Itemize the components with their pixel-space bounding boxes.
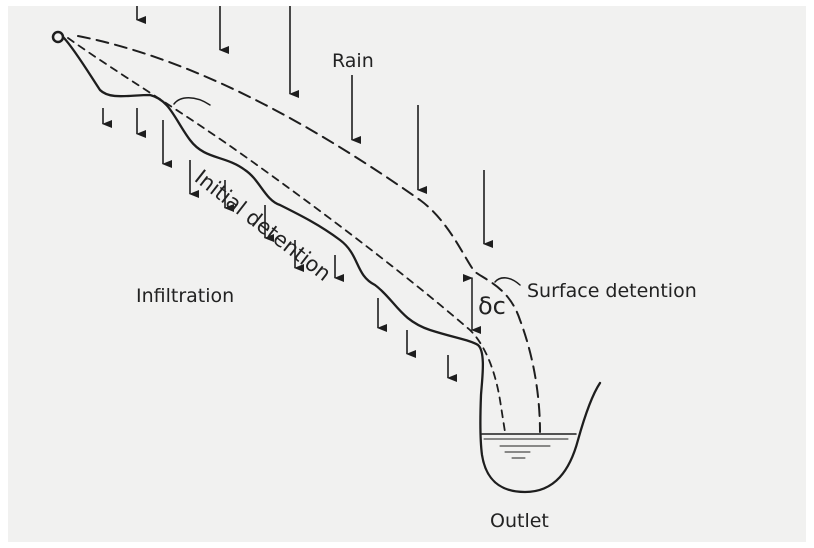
surface-detention-line <box>77 35 541 433</box>
outlet-label: Outlet <box>490 510 549 532</box>
delta-c-label: δc <box>478 292 506 320</box>
surface-detention-label: Surface detention <box>527 280 697 302</box>
ground-surface-line <box>62 36 602 494</box>
initial-detention-line <box>67 37 506 433</box>
infiltration-label: Infiltration <box>136 285 235 307</box>
rain-label: Rain <box>332 50 374 72</box>
initial-detention-leader <box>173 97 211 106</box>
origin-point <box>51 30 65 44</box>
surface-detention-leader <box>494 277 521 286</box>
